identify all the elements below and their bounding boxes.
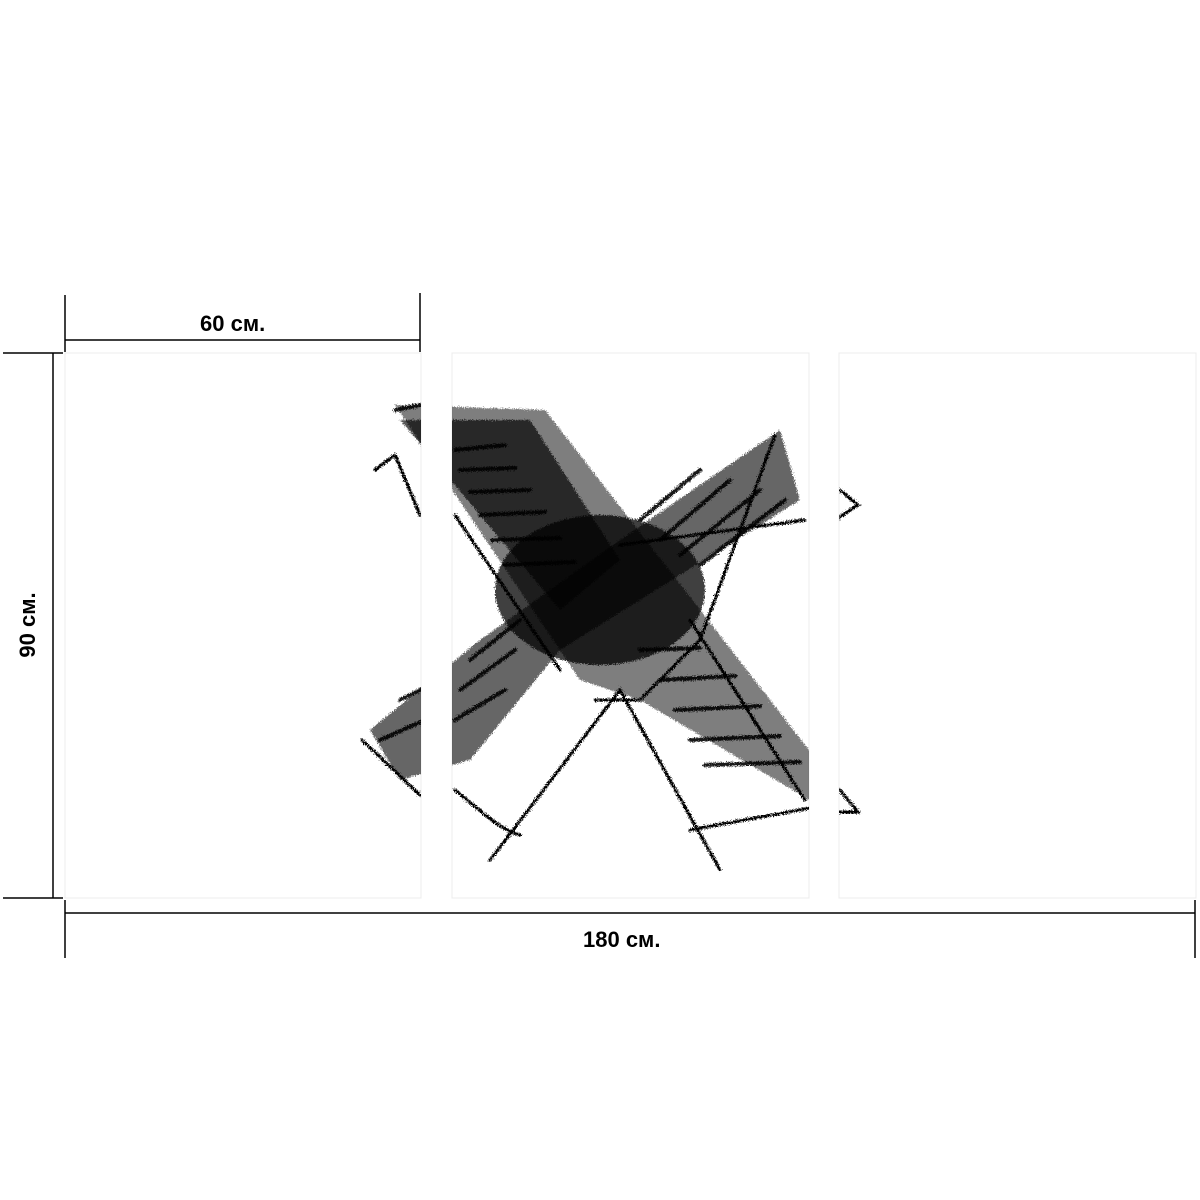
dimension-lines bbox=[3, 293, 1196, 958]
canvas-panel-left bbox=[64, 352, 422, 899]
canvas-panel-middle bbox=[451, 352, 810, 899]
canvas-panel-right bbox=[838, 352, 1197, 899]
height-label: 90 см. bbox=[15, 592, 40, 658]
total-width-label: 180 см. bbox=[583, 927, 661, 952]
panel-width-label: 60 см. bbox=[200, 311, 266, 336]
